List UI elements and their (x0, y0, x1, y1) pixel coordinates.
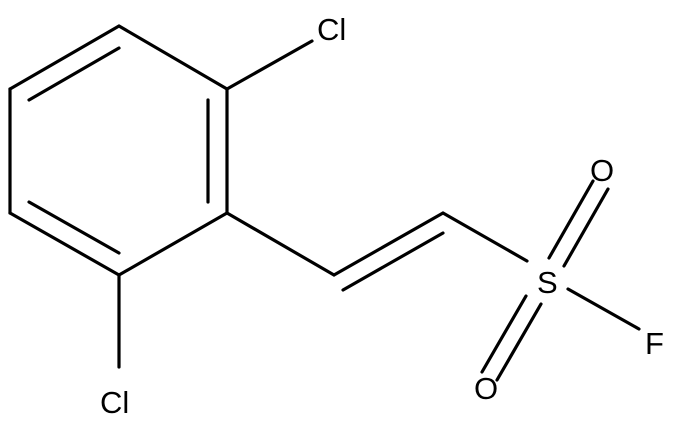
bond-s-o-top-a (547, 179, 595, 260)
bond-vinyl-to-sulfur (441, 211, 529, 263)
bond-s-o-bottom-a (480, 294, 528, 374)
bond-ring-upper-left-inner (27, 46, 121, 102)
bond-s-o-top-b (562, 187, 610, 268)
atom-cl-bottom: Cl (100, 385, 129, 420)
bond-s-o-bottom-b (495, 302, 543, 382)
atom-sulfur: S (537, 265, 558, 300)
bond-ring-upper-left (8, 24, 121, 91)
bond-ring-lower-right (117, 211, 229, 277)
bond-ring-to-vinyl (225, 211, 336, 277)
bond-to-cl-top (225, 39, 314, 91)
bond-ring-top (117, 24, 229, 91)
bond-ring-lower-left-inner (27, 200, 121, 255)
bond-ring-lower-left (8, 211, 121, 277)
atom-cl-top: Cl (317, 12, 346, 47)
benzene-ring (8, 24, 229, 277)
atom-fluorine: F (645, 326, 664, 361)
atom-oxygen-top: O (590, 153, 614, 188)
bond-vinyl-double-outer (332, 211, 445, 277)
atom-oxygen-bottom: O (474, 371, 498, 406)
bond-s-f (566, 287, 641, 331)
bond-vinyl-double-inner (341, 231, 445, 292)
